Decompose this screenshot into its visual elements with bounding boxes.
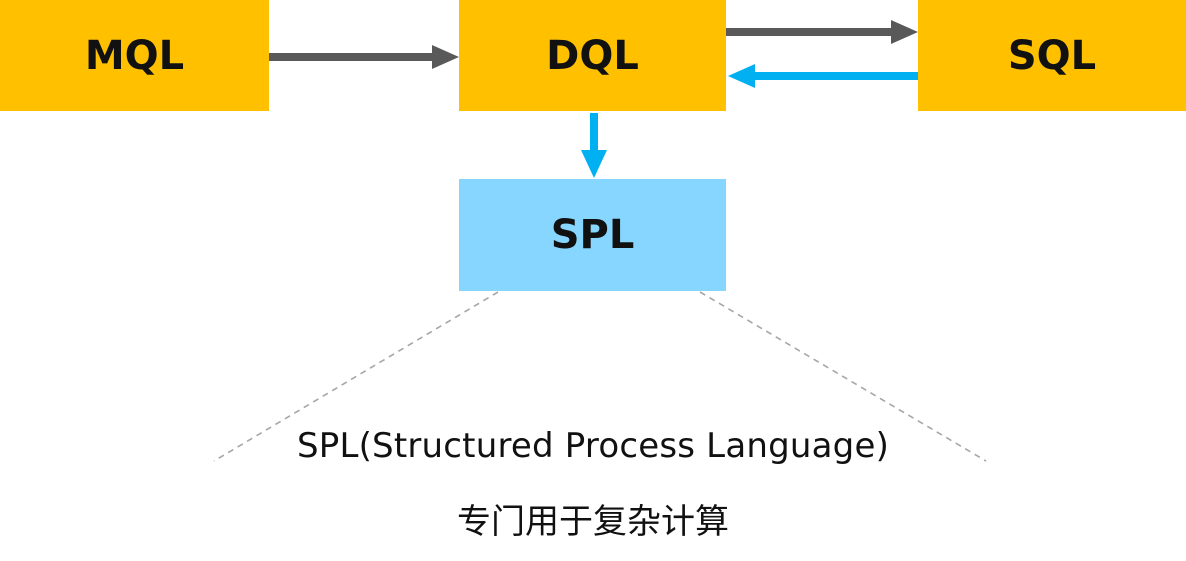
spl-caption-subtitle: 专门用于复杂计算 <box>457 502 729 542</box>
arrow-dql-to-spl <box>581 113 607 178</box>
spl-node: SPL <box>459 179 726 291</box>
dql-node: DQL <box>459 0 726 111</box>
sql-node: SQL <box>918 0 1186 111</box>
mql-node: MQL <box>0 0 269 111</box>
spl-caption-title: SPL(Structured Process Language) <box>296 426 890 466</box>
arrow-mql-to-dql <box>269 45 459 69</box>
arrow-dql-to-sql <box>726 20 918 44</box>
arrow-sql-to-dql <box>728 64 918 88</box>
